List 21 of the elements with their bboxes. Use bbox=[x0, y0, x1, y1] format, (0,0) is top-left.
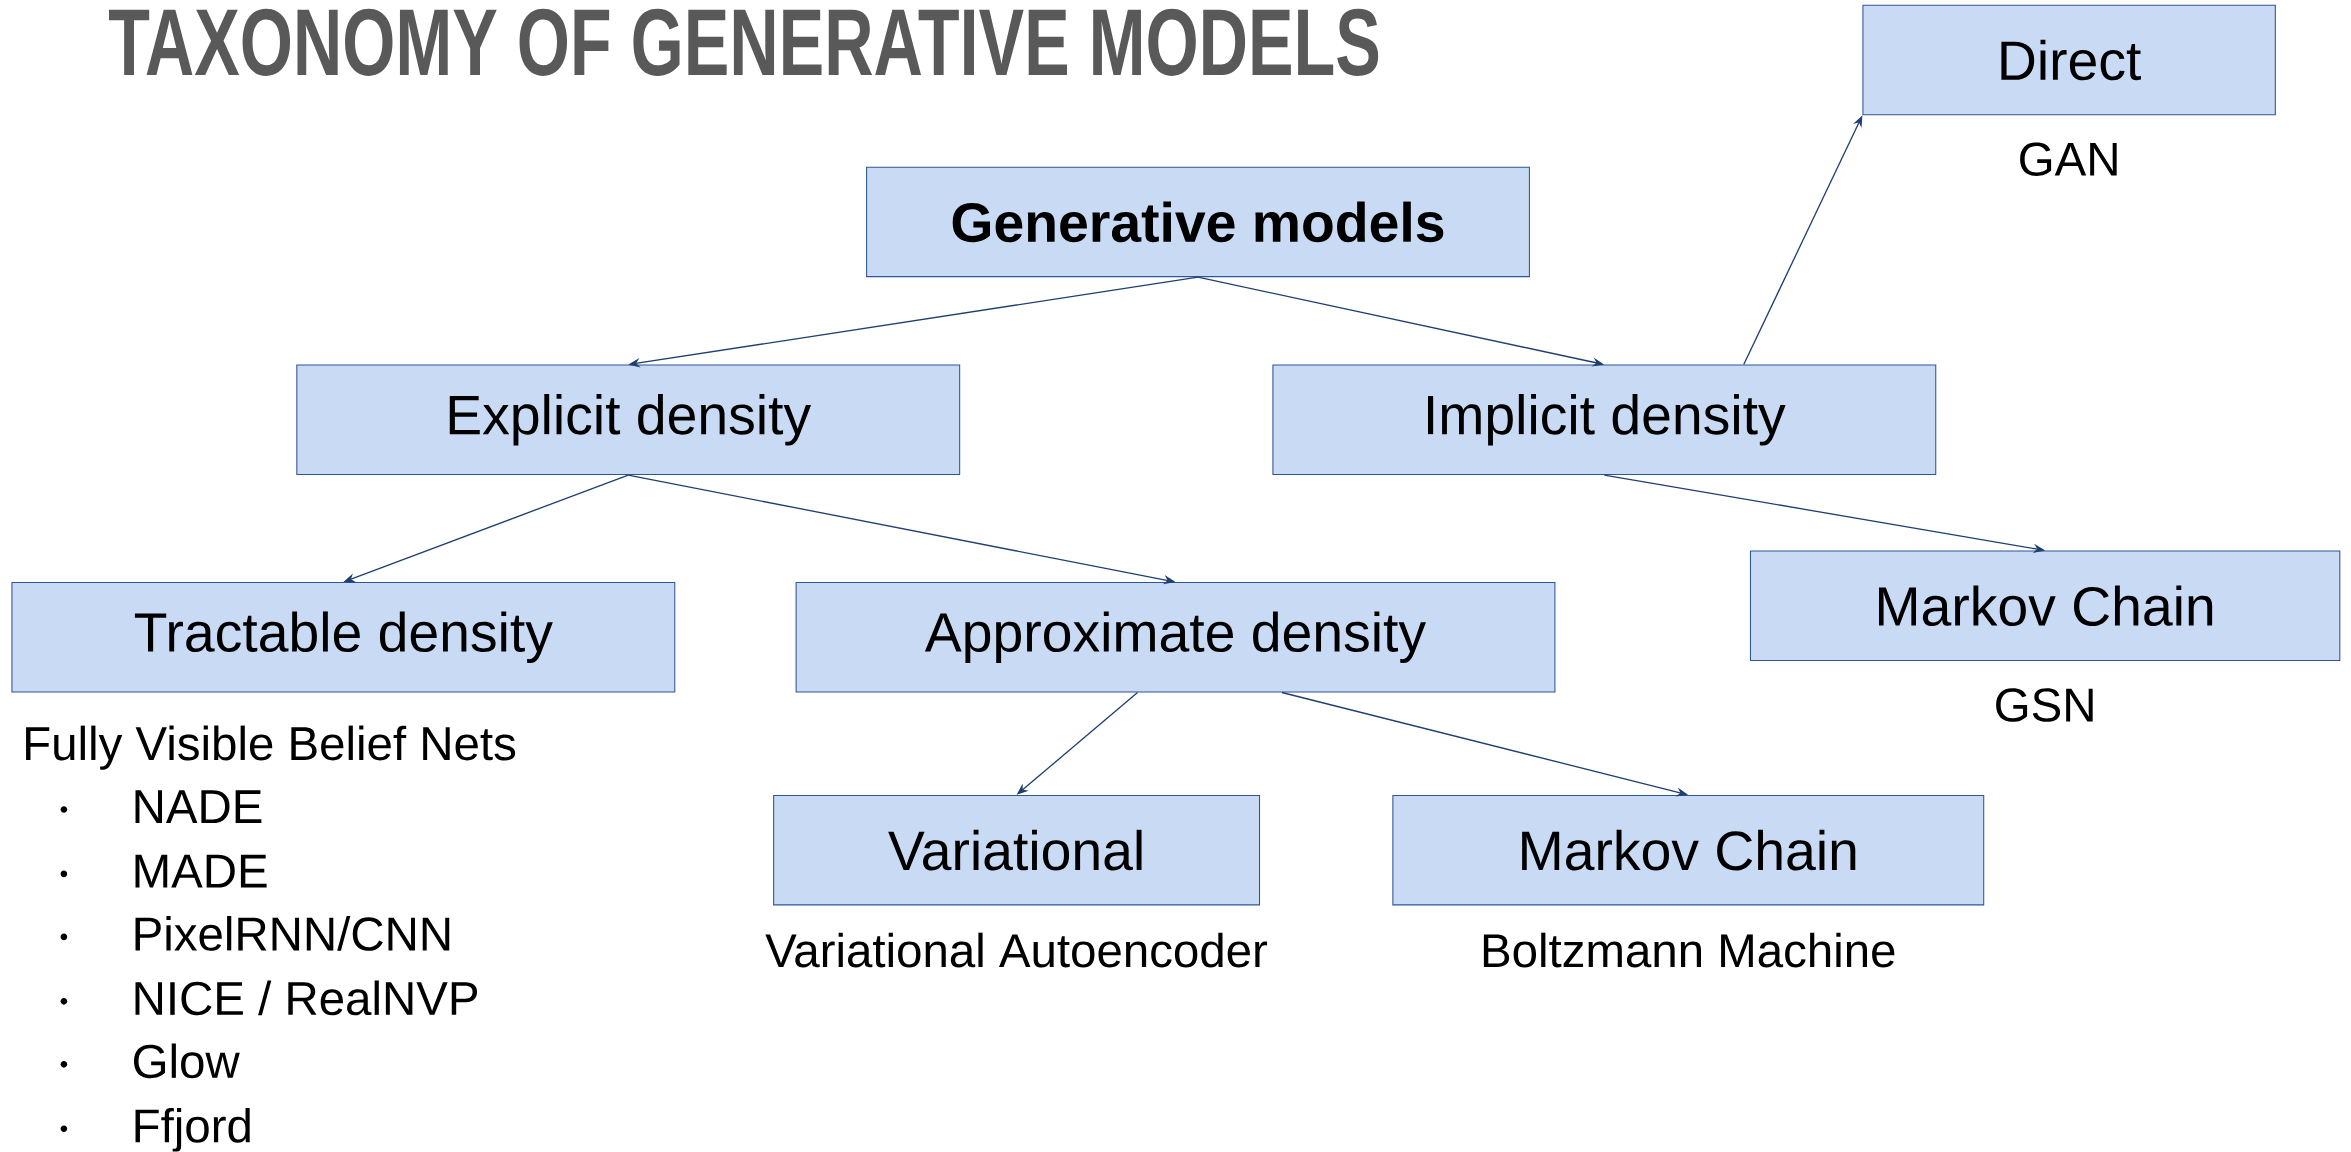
node-label: GSN bbox=[1996, 688, 2093, 723]
process-box: Generative models bbox=[866, 166, 1530, 278]
process-box: Markov Chain bbox=[1392, 795, 1985, 906]
process-box: Explicit density bbox=[296, 364, 961, 476]
title: TAXONOMY OF GENERATIVE MODELS bbox=[109, 8, 1379, 77]
process-box: Variational bbox=[773, 795, 1261, 906]
node-label: Boltzmann Machine bbox=[1483, 932, 1895, 968]
list-heading: Fully Visible Belief Nets bbox=[26, 725, 516, 771]
list-item: MADE bbox=[135, 855, 267, 888]
node-label: GAN bbox=[2020, 142, 2117, 177]
process-box: Approximate density bbox=[795, 582, 1556, 693]
list-item: Ffjord bbox=[135, 1108, 250, 1152]
list-item: NADE bbox=[135, 790, 262, 824]
list-item: NICE / RealNVP bbox=[135, 980, 477, 1016]
process-box: Tractable density bbox=[11, 582, 676, 693]
node-label: Variational Autoencoder bbox=[765, 932, 1268, 968]
process-box: Markov Chain bbox=[1749, 550, 2341, 662]
process-box: Implicit density bbox=[1272, 364, 1937, 476]
list-item: Glow bbox=[134, 1043, 240, 1079]
process-box: Direct bbox=[1862, 4, 2276, 116]
list-item: PixelRNN/CNN bbox=[135, 916, 450, 952]
